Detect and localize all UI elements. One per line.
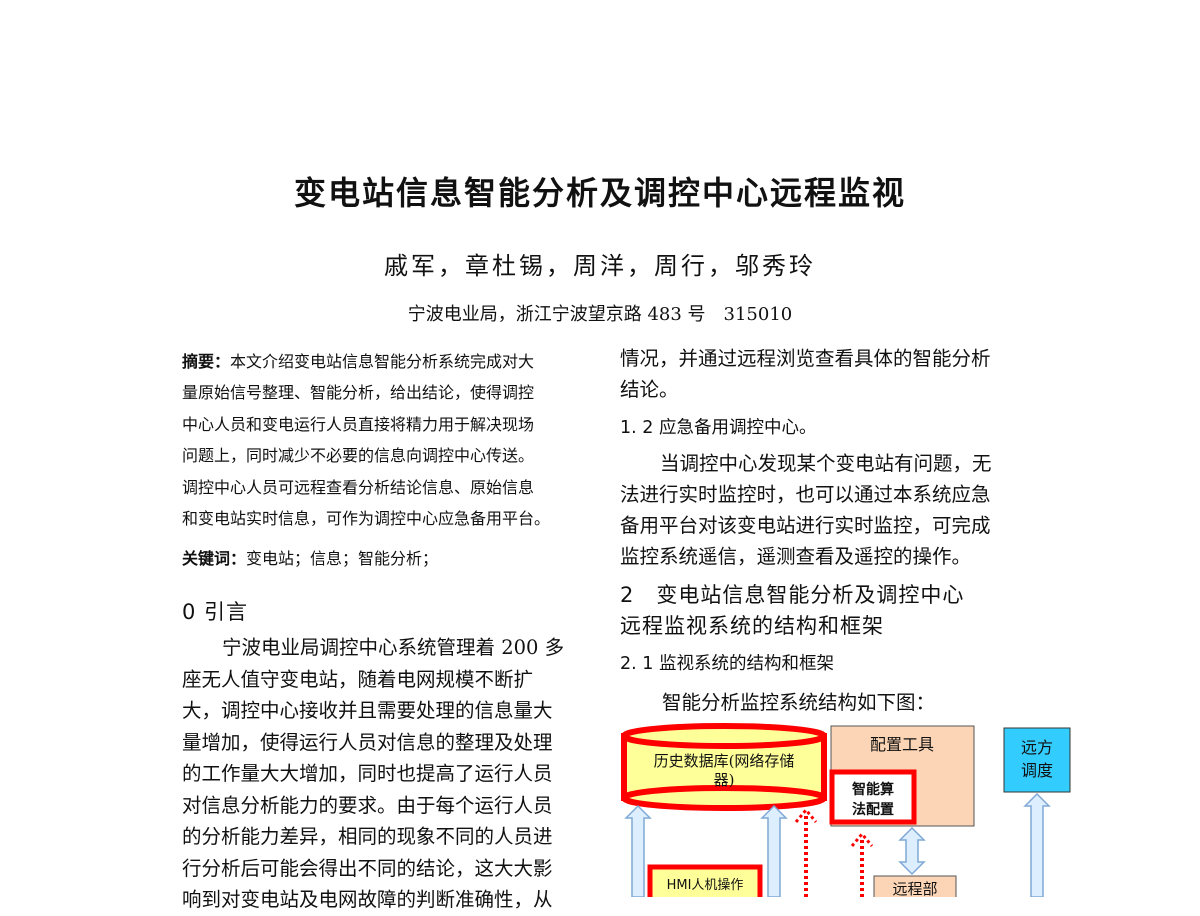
paragraph-1-2: 当调控中心发现某个变电站有问题，无 法进行实时监控时，也可以通过本系统应急 备用… [620, 448, 1025, 572]
history-database-label: 器) [714, 771, 735, 789]
config-tool-box: 配置工具 智能算 法配置 [829, 725, 975, 827]
abstract-line: 本文介绍变电站信息智能分析系统完成对大 [230, 352, 535, 371]
section-heading-line: 远程监视系统的结构和框架 [620, 614, 884, 638]
remote-dispatch-box: 远方 调度 [1003, 727, 1071, 793]
arrow-up-icon [624, 804, 652, 897]
abstract-line: 和变电站实时信息，可作为调控中心应急备用平台。 [182, 509, 551, 529]
remote-dispatch-label: 调度 [1021, 761, 1053, 780]
section-heading-2: 2 变电站信息智能分析及调控中心 远程监视系统的结构和框架 [620, 580, 1030, 642]
dotted-arrow-icon [850, 831, 874, 897]
remote-deploy-box: 远程部 [873, 875, 957, 897]
smart-algo-label: 法配置 [852, 801, 894, 818]
body-line: 当调控中心发现某个变电站有问题，无 [660, 452, 992, 475]
intro-line: 座无人值守变电站，随着电网规模不断扩 [182, 667, 534, 691]
body-line: 备用平台对该变电站进行实时监控，可完成 [620, 514, 991, 537]
body-line: 监控系统遥信，遥测查看及遥控的操作。 [620, 545, 972, 568]
intro-line: 的工作量大大增加，同时也提高了运行人员 [182, 762, 553, 785]
abstract-line: 调控中心人员可远程查看分析结论信息、原始信息 [182, 477, 535, 497]
intro-line: 的分析能力差异，相同的现象不同的人员进 [182, 825, 553, 848]
right-continuation: 情况，并通过远程浏览查看具体的智能分析 结论。 [620, 343, 1025, 405]
keywords-text: 变电站；信息；智能分析； [246, 549, 439, 568]
keywords: 关键词：变电站；信息；智能分析； [182, 545, 584, 569]
authors: 戚军，章杜锡，周洋，周行，邬秀玲 [384, 252, 816, 280]
hmi-label: HMI人机操作 [667, 877, 744, 893]
body-line: 法进行实时监控时，也可以通过本系统应急 [620, 483, 991, 506]
abstract-line: 量原始信号整理、智能分析，给出结论，使得调控 [182, 383, 535, 403]
affiliation: 宁波电业局，浙江宁波望京路 483 号 315010 [407, 304, 793, 325]
abstract-line: 中心人员和变电运行人员直接将精力用于解决现场 [182, 414, 535, 434]
abstract: 摘要：本文介绍变电站信息智能分析系统完成对大 量原始信号整理、智能分析，给出结论… [182, 346, 584, 534]
hmi-box: HMI人机操作 [647, 864, 763, 897]
intro-line: 大，调控中心接收并且需要处理的信息量大 [182, 699, 553, 722]
subsection-heading-1-2: 1. 2 应急备用调控中心。 [620, 418, 817, 438]
paper-title: 变电站信息智能分析及调控中心远程监视 [293, 174, 906, 212]
remote-deploy-label: 远程部 [892, 880, 937, 897]
abstract-line: 问题上，同时减少不必要的信息向调控中心传送。 [182, 446, 535, 466]
intro-line: 响到对变电站及电网故障的判断准确性，从 [182, 888, 553, 911]
system-structure-diagram: 历史数据库(网络存储 器) 配置工具 智能算 法配置 远方 调度 HM [621, 723, 1071, 897]
remote-dispatch-label: 远方 [1021, 738, 1053, 757]
config-tool-label: 配置工具 [870, 735, 934, 754]
arrow-up-icon [760, 804, 788, 897]
intro-line: 行分析后可能会得出不同的结论，这大大影 [182, 856, 553, 880]
double-arrow-icon [898, 826, 926, 876]
intro-paragraph: 宁波电业局调控中心系统管理着 200 多 座无人值守变电站，随着电网规模不断扩 … [182, 632, 584, 916]
smart-algo-label: 智能算 [851, 781, 894, 798]
body-line: 结论。 [620, 378, 679, 401]
keywords-label: 关键词： [182, 549, 247, 568]
body-line: 情况，并通过远程浏览查看具体的智能分析 [620, 347, 991, 370]
section-heading-line: 2 变电站信息智能分析及调控中心 [620, 583, 965, 607]
dotted-arrow-icon [794, 807, 818, 897]
intro-line: 量增加，使得运行人员对信息的整理及处理 [182, 730, 553, 754]
figure-intro-text: 智能分析监控系统结构如下图： [662, 691, 936, 714]
arrow-up-icon [1023, 792, 1051, 897]
intro-line: 宁波电业局调控中心系统管理着 200 多 [222, 636, 565, 659]
intro-line: 对信息分析能力的要求。由于每个运行人员 [182, 793, 553, 817]
history-database: 历史数据库(网络存储 器) [621, 723, 827, 811]
subsection-heading-2-1: 2. 1 监视系统的结构和框架 [620, 654, 834, 674]
abstract-label: 摘要： [182, 352, 231, 371]
history-database-label: 历史数据库(网络存储 [654, 752, 795, 770]
section-heading-intro: 0 引言 [182, 600, 249, 624]
